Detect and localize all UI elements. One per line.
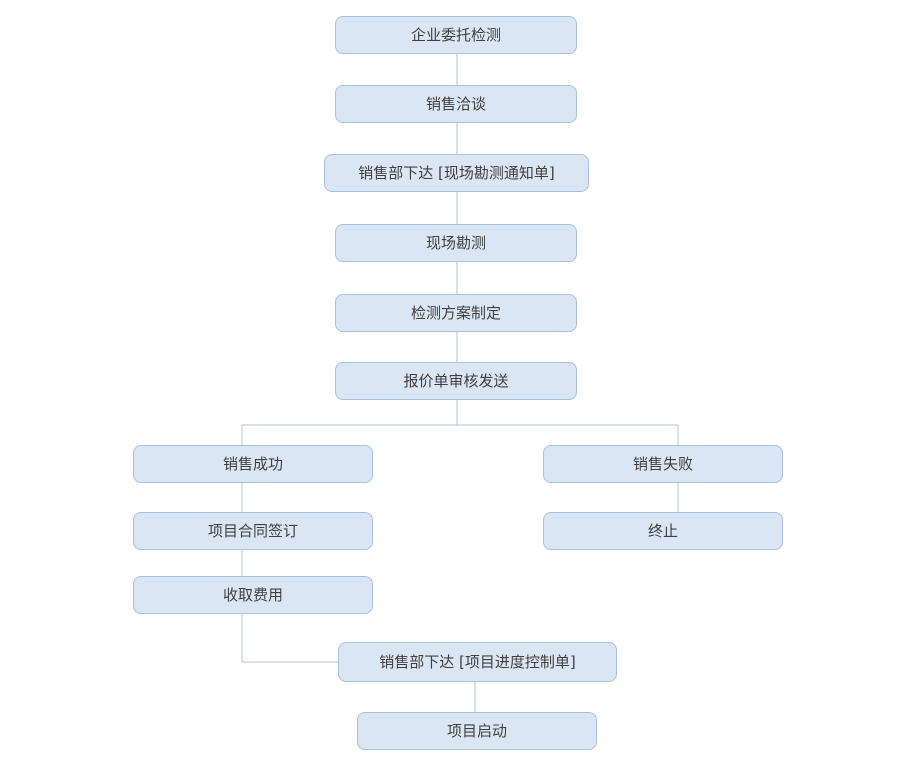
node-entrust: 企业委托检测 [335,16,577,54]
node-quote-review: 报价单审核发送 [335,362,577,400]
node-project-start: 项目启动 [357,712,597,750]
node-collect-fee: 收取费用 [133,576,373,614]
node-survey-notice: 销售部下达 [现场勘测通知单] [324,154,589,192]
node-contract-sign: 项目合同签订 [133,512,373,550]
node-progress-control: 销售部下达 [项目进度控制单] [338,642,617,682]
node-site-survey: 现场勘测 [335,224,577,262]
node-plan-make: 检测方案制定 [335,294,577,332]
node-sales-talk: 销售洽谈 [335,85,577,123]
node-sale-success: 销售成功 [133,445,373,483]
node-sale-fail: 销售失败 [543,445,783,483]
node-terminate: 终止 [543,512,783,550]
edge-collectfee-progresscontrol [241,614,338,663]
